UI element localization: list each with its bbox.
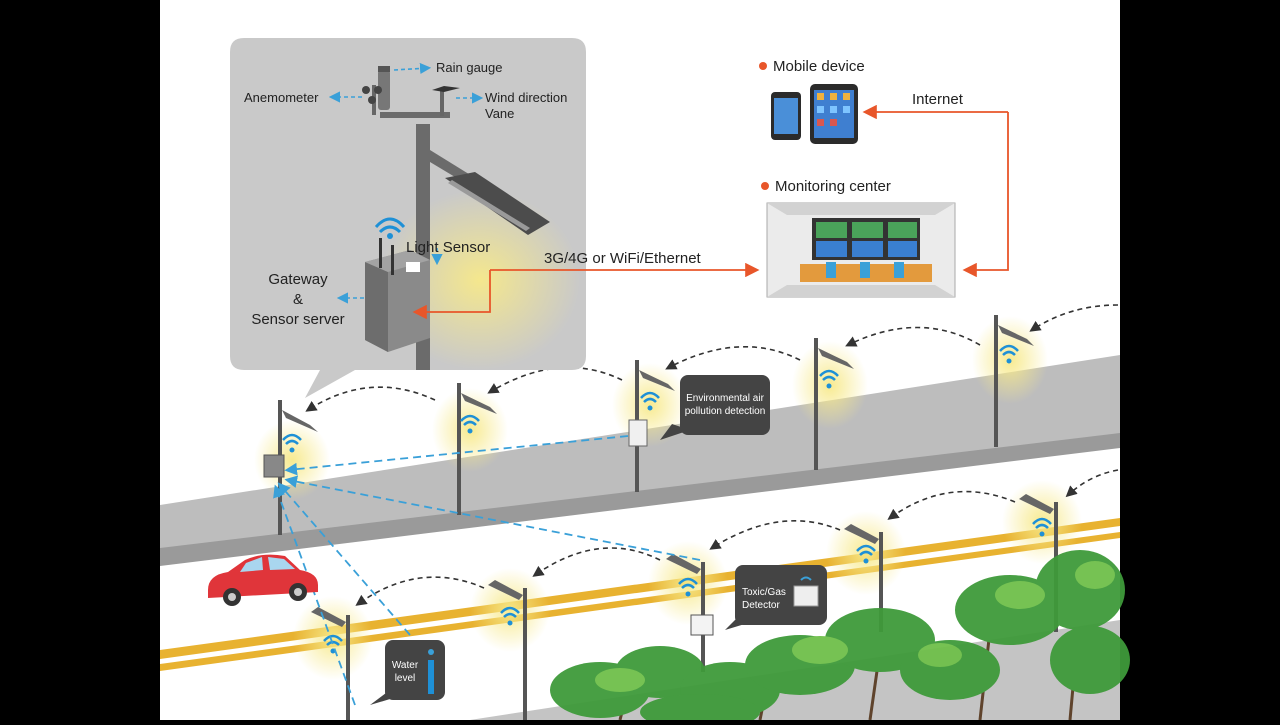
lower-lamps bbox=[293, 480, 1082, 720]
internet-label: Internet bbox=[912, 91, 964, 108]
env-air-label-2: pollution detection bbox=[685, 406, 766, 417]
monitoring-center-label: Monitoring center bbox=[775, 178, 891, 195]
wind-direction-label: Wind direction bbox=[485, 90, 567, 105]
water-level-callout: Water level bbox=[370, 640, 445, 705]
street-lamp-icon bbox=[826, 511, 906, 632]
car-icon bbox=[208, 554, 318, 606]
lower-mesh-links bbox=[355, 469, 1119, 606]
tablet-icon bbox=[810, 84, 858, 144]
toxic-gas-callout: Toxic/Gas Detector bbox=[725, 565, 827, 630]
upper-lamps bbox=[254, 315, 1048, 535]
monitor-wall-icon bbox=[766, 202, 956, 298]
anemometer-label: Anemometer bbox=[244, 90, 319, 105]
street-lamp-icon bbox=[972, 315, 1048, 447]
callout-sensor-arrows bbox=[328, 62, 484, 304]
street-lamp-icon bbox=[612, 360, 688, 492]
street-lamp-icon bbox=[792, 338, 868, 470]
street-lamp-icon bbox=[648, 541, 728, 672]
mobile-device-bullet bbox=[759, 62, 767, 70]
street-lamp-icon bbox=[432, 383, 508, 515]
network-arrows bbox=[412, 104, 1009, 320]
toxic-gas-label-1: Toxic/Gas bbox=[742, 587, 786, 598]
light-sensor-label: Light Sensor bbox=[406, 239, 490, 256]
gateway-ampersand: & bbox=[293, 291, 303, 308]
street-lamp-icon bbox=[470, 568, 550, 720]
smartphone-icon bbox=[771, 92, 801, 140]
gateway-callout bbox=[230, 38, 586, 398]
toxic-gas-label-2: Detector bbox=[742, 600, 780, 611]
street-lamp-icon bbox=[254, 400, 330, 535]
env-air-callout: Environmental air pollution detection bbox=[660, 375, 770, 440]
sensor-links bbox=[273, 435, 701, 706]
monitoring-center-bullet bbox=[761, 182, 769, 190]
tree-icon bbox=[550, 550, 1130, 725]
gateway-label: Gateway bbox=[268, 271, 328, 288]
upper-road bbox=[160, 355, 1120, 555]
connectivity-label: 3G/4G or WiFi/Ethernet bbox=[544, 250, 702, 267]
vane-label: Vane bbox=[485, 106, 514, 121]
upper-road-curb bbox=[160, 433, 1120, 566]
water-level-label-2: level bbox=[395, 673, 416, 684]
rain-gauge-label: Rain gauge bbox=[436, 60, 503, 75]
water-level-label-1: Water bbox=[392, 660, 419, 671]
mobile-device-label: Mobile device bbox=[773, 58, 865, 75]
env-air-label-1: Environmental air bbox=[686, 393, 764, 404]
sensor-server-label: Sensor server bbox=[251, 311, 344, 328]
